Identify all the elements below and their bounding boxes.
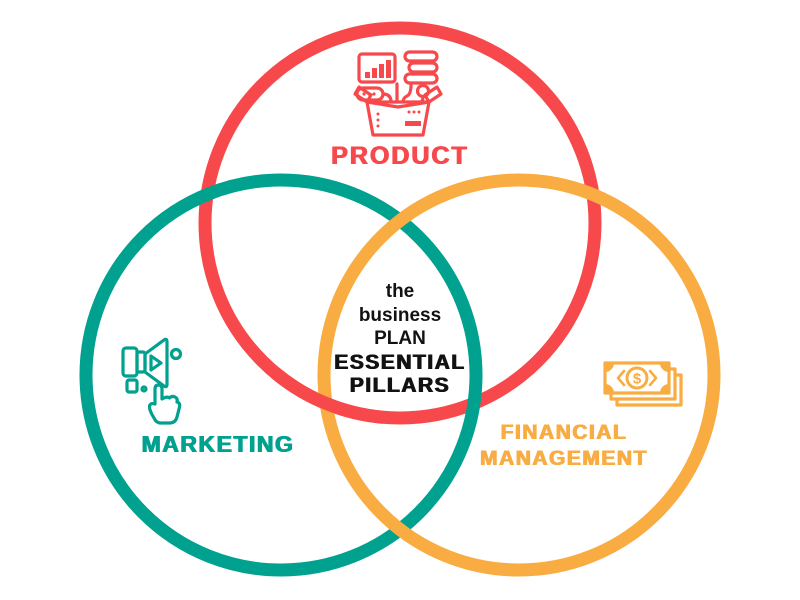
product-label: PRODUCT xyxy=(331,142,469,170)
financial-label: FINANCIAL MANAGEMENT xyxy=(454,420,674,472)
banknotes-icon: $ xyxy=(603,361,683,407)
financial-label-line1: FINANCIAL xyxy=(500,421,628,444)
center-title: the business PLAN ESSENTIAL PILLARS xyxy=(320,280,480,397)
product-box-icon xyxy=(353,50,443,137)
center-title-line4: ESSENTIAL xyxy=(334,350,466,374)
financial-label-line2: MANAGEMENT xyxy=(480,447,648,470)
megaphone-click-icon xyxy=(121,337,183,425)
center-title-line1: the xyxy=(385,281,415,302)
dollar-sign-glyph: $ xyxy=(633,371,642,388)
marketing-label: MARKETING xyxy=(141,431,295,457)
center-title-line3: PLAN xyxy=(374,328,426,349)
product-circle xyxy=(198,21,602,425)
red-over-yellow-weave-arc xyxy=(270,367,384,424)
marketing-circle xyxy=(79,173,483,577)
center-title-line5: PILLARS xyxy=(349,373,451,397)
center-title-line2: business xyxy=(358,304,442,326)
financial-circle xyxy=(317,173,721,577)
